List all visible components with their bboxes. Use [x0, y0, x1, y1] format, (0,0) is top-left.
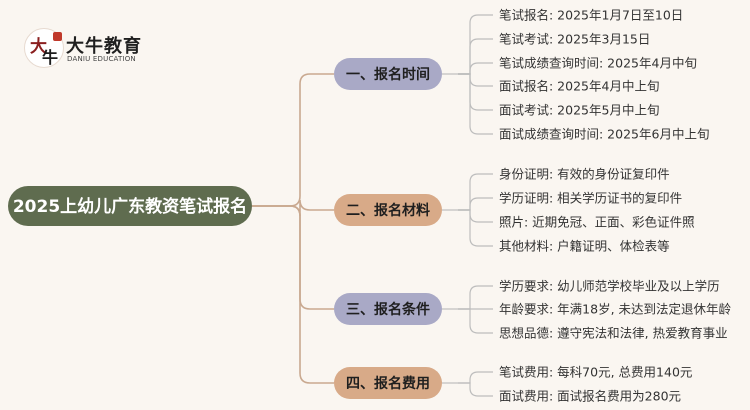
leaf-connector-1-1: [458, 14, 493, 75]
logo-glyph-bottom: 牛: [42, 48, 59, 67]
leaf-item-2-1: 身份证明: 有效的身份证复印件: [499, 167, 670, 182]
leaf-item-1-5: 面试考试: 2025年5月中上旬: [499, 103, 659, 118]
leaf-item-1-1: 笔试报名: 2025年1月7日至10日: [499, 8, 683, 23]
leaf-connector-2-4: [458, 209, 493, 247]
branch-node-3: [334, 293, 442, 325]
leaf-item-3-3: 思想品德: 遵守宪法和法律, 热爱教育事业: [499, 326, 728, 341]
branch-node-label-1: 一、报名时间: [346, 66, 430, 83]
leaf-connector-1-4: [458, 73, 493, 87]
leaf-item-2-2: 学历证明: 相关学历证书的复印件: [499, 191, 682, 206]
leaf-item-4-2: 面试费用: 面试报名费用为280元: [499, 389, 681, 404]
branch-node-1: [334, 58, 442, 90]
root-connector-1: [252, 73, 334, 207]
leaf-item-2-4: 其他材料: 户籍证明、体检表等: [499, 239, 670, 254]
leaf-connector-1-3: [458, 62, 493, 75]
leaf-item-1-6: 面试成绩查询时间: 2025年6月中上旬: [499, 127, 709, 142]
branch-node-label-4: 四、报名费用: [346, 375, 430, 392]
root-node: [8, 186, 252, 226]
branch-node-label-3: 三、报名条件: [346, 301, 430, 318]
leaf-connector-2-2: [458, 197, 493, 211]
logo-name: 大牛教育: [66, 36, 142, 57]
logo-subtitle: DANIU EDUCATION: [67, 55, 136, 63]
leaf-item-4-1: 笔试费用: 每科70元, 总费用140元: [499, 365, 692, 380]
root-connector-2: [252, 199, 334, 217]
logo-badge: 大 牛: [24, 28, 64, 68]
leaf-connector-2-1: [458, 173, 493, 211]
leaf-connector-2-3: [458, 209, 493, 223]
branch-node-4: [334, 367, 442, 399]
leaf-connector-4-1: [458, 371, 493, 384]
branch-node-2: [334, 194, 442, 226]
leaf-connector-3-1: [458, 285, 493, 310]
leaf-item-1-3: 笔试成绩查询时间: 2025年4月中旬: [499, 56, 697, 71]
root-node-label: 2025上幼儿广东教资笔试报名: [13, 196, 247, 217]
leaf-item-1-2: 笔试考试: 2025年3月15日: [499, 32, 650, 47]
branch-node-label-2: 二、报名材料: [346, 202, 430, 219]
leaf-item-1-4: 面试报名: 2025年4月中上旬: [499, 79, 659, 94]
leaf-item-2-3: 照片: 近期免冠、正面、彩色证件照: [499, 215, 695, 230]
leaf-connector-3-3: [458, 308, 493, 334]
leaf-item-3-1: 学历要求: 幼儿师范学校毕业及以上学历: [499, 279, 720, 294]
brand-logo: 大 牛 大牛教育 DANIU EDUCATION: [24, 28, 154, 68]
leaf-connector-1-6: [458, 73, 493, 135]
leaf-item-3-2: 年龄要求: 年满18岁, 未达到法定退休年龄: [499, 302, 732, 317]
root-connector-3: [252, 205, 334, 310]
leaf-connector-1-2: [458, 38, 493, 75]
leaf-connector-4-2: [458, 382, 493, 397]
logo-seal-icon: [53, 32, 62, 41]
logo-glyph-top: 大: [30, 37, 47, 57]
root-connector-4: [252, 205, 334, 384]
leaf-connector-1-5: [458, 73, 493, 111]
